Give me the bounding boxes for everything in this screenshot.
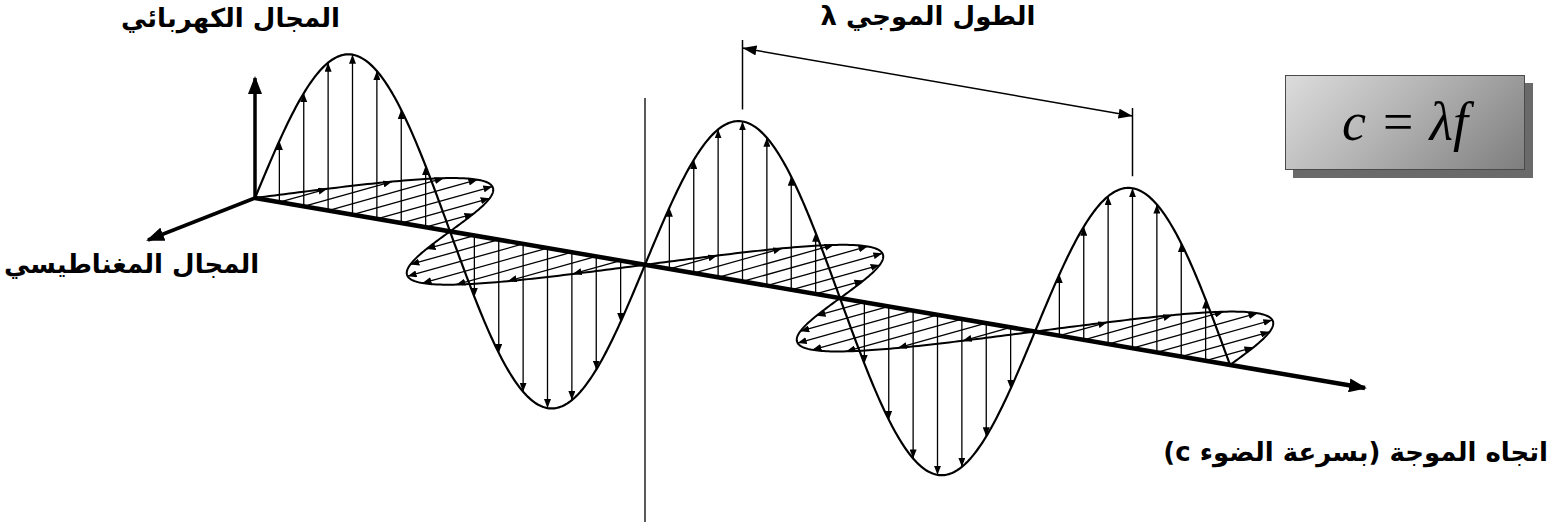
electric-vector <box>864 302 865 363</box>
electric-vector <box>766 138 767 286</box>
electric-vector <box>474 236 475 297</box>
electric-vector <box>1083 227 1084 340</box>
electric-vector <box>912 311 913 459</box>
electric-vector <box>742 121 743 281</box>
electric-vector <box>1107 196 1108 344</box>
direction-label: اتجاه الموجة (بسرعة الضوء c) <box>1163 436 1548 470</box>
wavelength-dimension <box>743 48 1133 116</box>
electric-vector <box>717 129 718 277</box>
magnetic-wave <box>255 178 1273 365</box>
electric-vector <box>279 141 280 202</box>
electric-vector <box>1010 327 1011 388</box>
wavelength-label: الطول الموجي λ <box>821 0 1036 34</box>
electric-vector <box>376 71 377 219</box>
field-label: المجال الكهربائي <box>121 2 340 36</box>
electric-vector <box>498 240 499 353</box>
electric-vector <box>815 233 816 294</box>
electric-vector <box>522 244 523 392</box>
electric-vector <box>961 319 962 467</box>
electric-vector <box>888 306 889 419</box>
electric-vector <box>1059 274 1060 335</box>
propagation-axis <box>255 198 1365 388</box>
electric-vector <box>327 63 328 211</box>
formula-text: c = λf <box>1342 93 1468 152</box>
electric-vector <box>620 261 621 322</box>
magnetic-axis <box>148 198 255 240</box>
electric-vector <box>303 93 304 206</box>
magnetic-vector <box>423 248 548 283</box>
magnetic-vector <box>813 315 938 350</box>
magnetic-vector <box>743 246 868 281</box>
electric-axis <box>253 78 257 198</box>
electric-vector <box>425 166 426 227</box>
electric-vector <box>596 256 597 369</box>
electric-vector <box>547 248 548 408</box>
electric-vector <box>669 208 670 269</box>
dimension-tick <box>1132 108 1134 176</box>
electric-wave <box>255 54 1230 475</box>
electric-vector <box>1132 188 1133 348</box>
electric-vector <box>791 177 792 290</box>
electric-vector <box>1205 300 1206 361</box>
electric-vector <box>937 315 938 475</box>
field-label: المجال المغناطيسي <box>4 248 259 282</box>
electric-vector <box>693 160 694 273</box>
magnetic-vector <box>1133 313 1258 348</box>
dimension-tick <box>742 40 744 109</box>
reference-line <box>644 98 645 522</box>
electric-vector <box>401 110 402 223</box>
magnetic-vector <box>353 180 478 215</box>
electric-vector <box>352 55 353 215</box>
electric-vector <box>986 323 987 436</box>
electric-vector <box>1156 205 1157 353</box>
formula-box: c = λf <box>1285 75 1525 170</box>
electric-vector <box>1181 243 1182 356</box>
electric-vector <box>571 252 572 400</box>
